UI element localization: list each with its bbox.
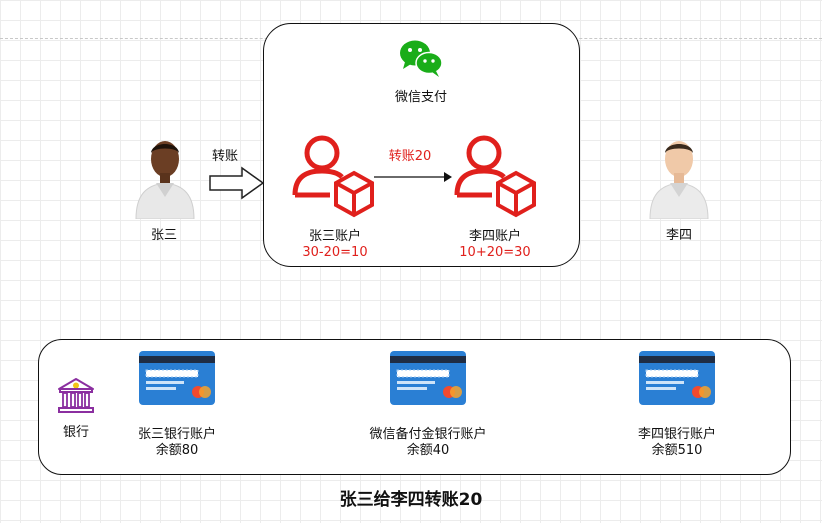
bank-account-wechat-reserve-balance: 余额40: [406, 443, 450, 458]
person-zhangsan-icon: [135, 141, 195, 219]
bank-card-zhangsan-icon: [139, 351, 215, 405]
bank-account-lisi-name: 李四银行账户: [637, 427, 716, 442]
bank-icon: [58, 378, 94, 413]
diagram-caption: 张三给李四转账20: [339, 490, 483, 510]
internal-transfer-arrow-icon: [374, 172, 452, 182]
zhangsan-name: 张三: [150, 228, 177, 243]
lisi-account-label: 李四账户: [468, 229, 521, 244]
bank-account-zhangsan-balance: 余额80: [155, 443, 199, 458]
zhangsan-account-calc: 30-20=10: [302, 245, 368, 260]
wechat-pay-label: 微信支付: [394, 90, 447, 105]
account-zhangsan-icon: [292, 135, 374, 218]
bank-card-wechat-reserve-icon: [390, 351, 466, 405]
bank-account-lisi-balance: 余额510: [651, 443, 703, 458]
person-lisi-icon: [649, 141, 709, 219]
bank-account-zhangsan-name: 张三银行账户: [137, 427, 216, 442]
lisi-name: 李四: [665, 228, 692, 243]
internal-transfer-label: 转账20: [388, 149, 432, 164]
wechat-icon: [400, 40, 443, 77]
zhangsan-account-label: 张三账户: [308, 229, 361, 244]
bank-label: 银行: [62, 425, 89, 440]
lisi-account-calc: 10+20=30: [459, 245, 531, 260]
account-lisi-icon: [454, 135, 536, 218]
transfer-to-wechat-label: 转账: [211, 149, 238, 164]
transfer-arrow-icon: [209, 166, 265, 200]
bank-account-wechat-reserve-name: 微信备付金银行账户: [369, 427, 487, 442]
bank-card-lisi-icon: [639, 351, 715, 405]
